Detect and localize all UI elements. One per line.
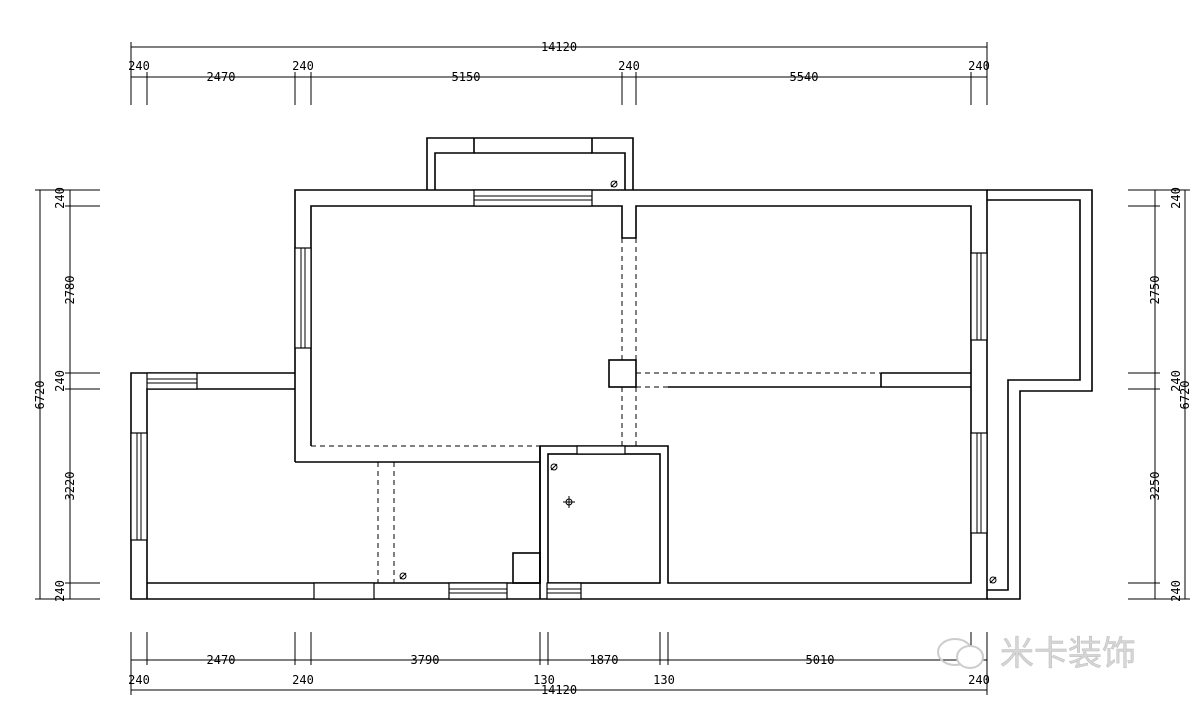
dim-top: 240 bbox=[128, 59, 150, 73]
dim-top: 240 bbox=[292, 59, 314, 73]
dim-left-total: 6720 bbox=[33, 381, 47, 410]
dim-bottom: 5010 bbox=[806, 653, 835, 667]
dim-left: 240 bbox=[53, 187, 67, 209]
dim-left: 240 bbox=[53, 370, 67, 392]
dim-right: 3250 bbox=[1148, 472, 1162, 501]
dim-bottom: 130 bbox=[533, 673, 555, 687]
dim-left: 2780 bbox=[63, 276, 77, 305]
dim-bottom: 2470 bbox=[207, 653, 236, 667]
dim-left: 3220 bbox=[63, 472, 77, 501]
top-dimension-lines bbox=[130, 42, 988, 105]
dim-top: 240 bbox=[618, 59, 640, 73]
dim-bottom: 240 bbox=[968, 673, 990, 687]
dim-bottom: 1870 bbox=[590, 653, 619, 667]
watermark: 米卡装饰 bbox=[937, 634, 1136, 674]
wechat-icon bbox=[937, 638, 984, 669]
dim-top-total: 14120 bbox=[541, 40, 577, 54]
dim-top: 2470 bbox=[207, 70, 236, 84]
drain-symbols bbox=[399, 180, 997, 584]
dim-right-total: 6720 bbox=[1178, 381, 1192, 410]
windows bbox=[130, 189, 988, 600]
dim-bottom: 3790 bbox=[411, 653, 440, 667]
left-dimension-labels: 240 2780 240 3220 240 6720 bbox=[33, 187, 77, 602]
left-dimension-lines bbox=[35, 189, 100, 600]
dim-bottom-total: 14120 bbox=[541, 683, 577, 697]
dim-left: 240 bbox=[53, 580, 67, 602]
right-dimension-lines bbox=[1128, 189, 1190, 600]
walls bbox=[130, 137, 1093, 600]
dim-bottom: 240 bbox=[292, 673, 314, 687]
dim-top: 5540 bbox=[790, 70, 819, 84]
dim-right: 240 bbox=[1169, 580, 1183, 602]
dashed-openings bbox=[311, 238, 881, 583]
bottom-dimension-lines bbox=[130, 632, 988, 695]
dim-top: 5150 bbox=[452, 70, 481, 84]
dim-bottom: 130 bbox=[653, 673, 675, 687]
dim-right: 240 bbox=[1169, 187, 1183, 209]
right-dimension-labels: 240 2750 240 3250 240 6720 bbox=[1148, 187, 1192, 602]
watermark-text: 米卡装饰 bbox=[1000, 634, 1136, 674]
dim-top: 240 bbox=[968, 59, 990, 73]
dim-bottom: 240 bbox=[128, 673, 150, 687]
dim-right: 2750 bbox=[1148, 276, 1162, 305]
dim-right: 240 bbox=[1169, 370, 1183, 392]
